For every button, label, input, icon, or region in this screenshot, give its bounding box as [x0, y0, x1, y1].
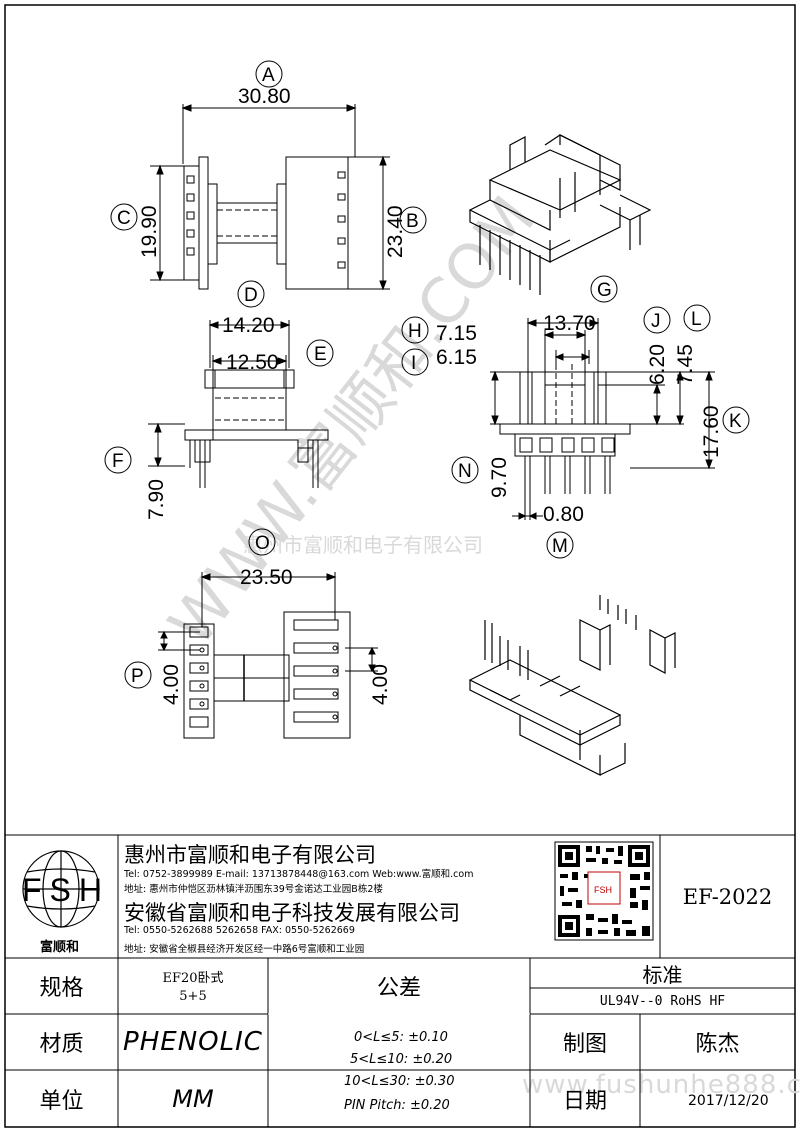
callout-c-circle [110, 203, 138, 231]
company-anhui-contact: Tel: 0550-5262688 5262658 FAX: 0550-5262… [124, 925, 355, 936]
view-front-middle-left [148, 320, 329, 488]
callout-l-letter: L [691, 309, 702, 330]
callout-e-circle [306, 339, 334, 367]
dim-d-value: 14.20 [222, 314, 275, 337]
spec-value-type: EF20卧式 [162, 970, 224, 986]
standard-label: 标准 [642, 962, 683, 987]
callout-o-circle [248, 528, 276, 556]
dim-j-value: 6.20 [646, 344, 669, 385]
dim-k-value: 17.60 [700, 405, 723, 458]
part-number: EF-2022 [682, 884, 773, 909]
dim-h-value: 7.15 [436, 322, 477, 345]
tolerance-range-1: 0<L≤5: ±0.10 [354, 1030, 448, 1045]
callout-n-circle [451, 456, 479, 484]
dim-f-value: 7.90 [145, 479, 168, 520]
company-logo [22, 850, 100, 928]
date-label: 日期 [562, 1088, 607, 1114]
callout-p-circle [124, 661, 152, 689]
tolerance-pin-pitch: PIN Pitch: ±0.20 [344, 1098, 450, 1113]
dim-c-value: 19.90 [138, 205, 161, 258]
company-name-anhui: 安徽省富顺和电子科技发展有限公司 [124, 901, 460, 925]
watermark-company: 惠州市富顺和电子有限公司 [243, 533, 483, 557]
dim-o-value: 23.50 [240, 566, 293, 589]
callout-k-circle [722, 406, 750, 434]
tolerance-range-2: 5<L≤10: ±0.20 [350, 1052, 453, 1067]
view-elevation-middle-right [490, 318, 715, 520]
standard-value: UL94V--0 RoHS HF [599, 993, 726, 1009]
view-bottom-lower-left [158, 572, 378, 739]
callout-p-letter: P [131, 666, 144, 687]
qr-center-label: FSH [594, 885, 612, 895]
elevation-pins [519, 437, 615, 512]
watermark-url: www.fushunhe888.com [522, 1070, 800, 1100]
logo-name: 富顺和 [40, 939, 79, 955]
dim-a-value: 30.80 [238, 85, 291, 108]
title-block [5, 834, 795, 1127]
dim-n-value: 9.70 [488, 457, 511, 498]
isometric-view-bottom [468, 595, 676, 776]
callout-d-letter: D [244, 285, 258, 306]
logo-letters: FSH [22, 872, 110, 908]
callout-m-circle [546, 531, 574, 559]
callout-h-letter: H [408, 321, 422, 342]
sheet-border [4, 4, 796, 1128]
material-value: PHENOLIC [123, 1027, 263, 1057]
callout-f-letter: F [112, 451, 124, 472]
side-pins-right [337, 171, 346, 269]
date-value: 2017/12/20 [688, 1093, 769, 1109]
side-pins-left [186, 175, 195, 256]
callout-j-circle [643, 306, 671, 334]
callout-j-letter: J [651, 311, 661, 332]
unit-value: MM [172, 1084, 214, 1113]
callout-e-letter: E [314, 344, 327, 365]
company-huizhou-contact: Tel: 0752-3899989 E-mail: 13713878448@16… [124, 869, 474, 880]
unit-label: 单位 [39, 1088, 84, 1114]
tolerance-label: 公差 [376, 976, 421, 1001]
dim-l-value: 7.45 [674, 344, 697, 385]
callout-m-letter: M [552, 536, 568, 557]
drawn-label: 制图 [562, 1032, 607, 1057]
callout-c-letter: C [117, 208, 131, 229]
callout-d-circle [237, 280, 265, 308]
callout-b-letter: B [406, 211, 419, 232]
isometric-view-top [468, 134, 652, 295]
callout-i-letter: I [411, 353, 416, 374]
dim-g-value: 13.70 [543, 312, 596, 335]
callout-n-letter: N [458, 461, 472, 482]
spec-value-pins: 5+5 [179, 988, 207, 1004]
drawn-value: 陈杰 [695, 1032, 740, 1057]
spec-label: 规格 [39, 976, 84, 1001]
dim-p-value: 4.00 [160, 664, 183, 705]
view-side-top-left [150, 104, 390, 291]
callout-f-circle [104, 446, 132, 474]
callout-g-circle [590, 275, 618, 303]
callout-h-circle [401, 316, 429, 344]
dim-p-right-value: 4.00 [369, 664, 392, 705]
company-name-huizhou: 惠州市富顺和电子有限公司 [124, 843, 376, 867]
dim-b-value: 23.40 [384, 205, 407, 258]
callout-a-letter: A [262, 65, 275, 86]
callout-k-letter: K [729, 411, 742, 432]
qr-code [554, 841, 654, 941]
material-label: 材质 [39, 1032, 84, 1057]
callout-i-circle [401, 348, 429, 376]
dim-m-value: 0.80 [543, 503, 584, 526]
dim-e-value: 12.50 [226, 351, 279, 374]
callout-b-circle [399, 206, 427, 234]
callout-l-circle [683, 304, 711, 332]
callout-a-circle [255, 60, 283, 88]
bottom-pins-right [293, 619, 339, 723]
tolerance-range-3: 10<L≤30: ±0.30 [344, 1074, 455, 1089]
callout-g-letter: G [597, 280, 612, 301]
dim-i-value: 6.15 [436, 346, 477, 369]
company-anhui-address: 地址: 安徽省全椒县经济开发区经一中路6号富顺和工业园 [124, 944, 365, 955]
callout-o-letter: O [255, 533, 270, 554]
company-huizhou-address: 地址: 惠州市仲恺区沥林镇泮沥围东39号金诺达工业园B栋2楼 [124, 884, 383, 895]
